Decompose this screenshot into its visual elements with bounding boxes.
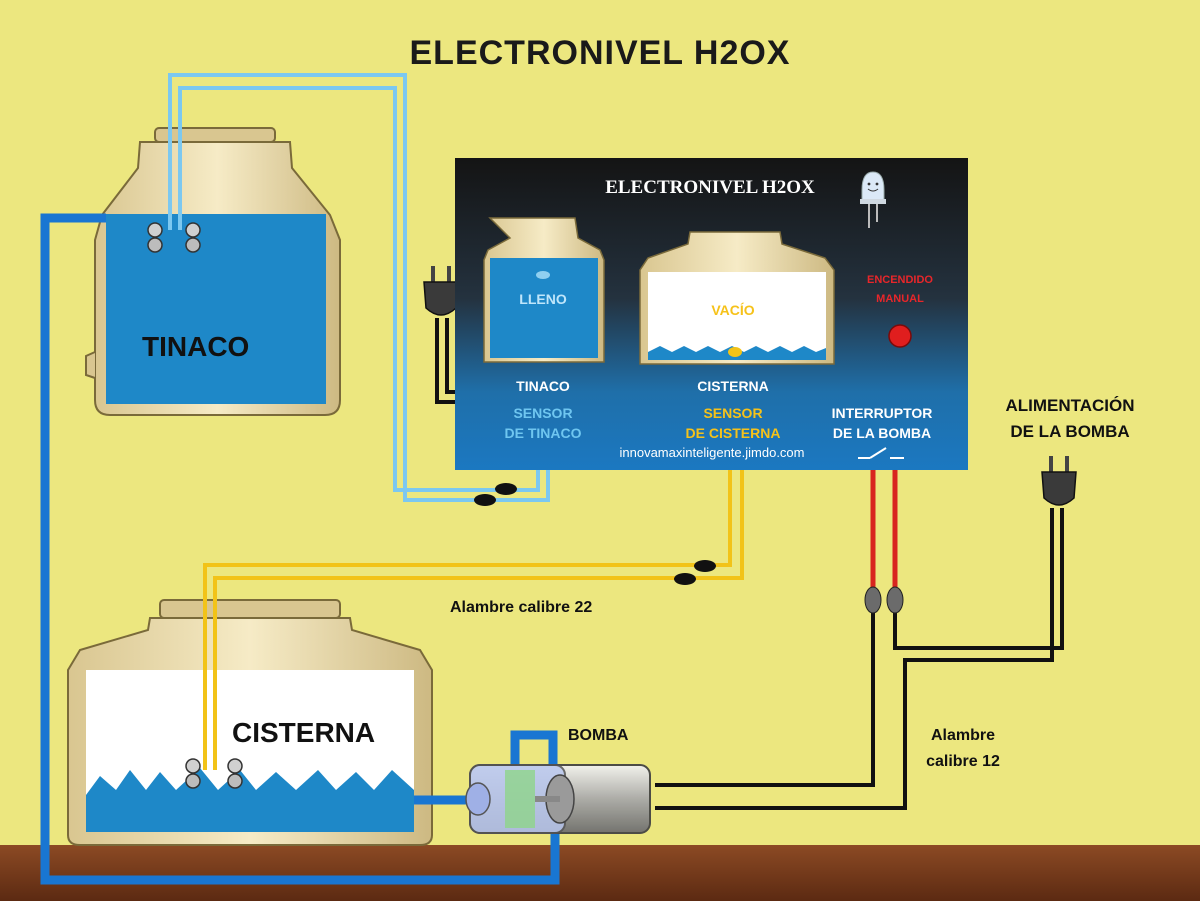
water-pipe	[40, 213, 560, 885]
sensor-cisterna-line1: SENSOR	[703, 405, 762, 421]
tinaco-sensor-screws	[147, 222, 201, 253]
led-icon	[860, 171, 886, 228]
pump-power-wires	[655, 470, 1064, 810]
panel-tinaco-label: TINACO	[516, 378, 570, 394]
cisterna-sensor-screws	[185, 758, 243, 789]
power-label-line1: ALIMENTACIÓN	[1005, 396, 1134, 415]
panel-url: innovamaxinteligente.jimdo.com	[620, 445, 805, 460]
wire-connector	[864, 586, 882, 614]
wire-splice	[674, 573, 696, 585]
floor	[0, 845, 1200, 901]
bomba-label: BOMBA	[568, 727, 629, 744]
sensor-cisterna-line2: DE CISTERNA	[686, 425, 781, 441]
switch-label-line2: DE LA BOMBA	[833, 425, 931, 441]
tinaco-tank	[85, 127, 341, 416]
manual-label-line1: ENCENDIDO	[867, 274, 933, 286]
cisterna-sensor-wires	[203, 465, 744, 770]
wire12-label-line1: Alambre	[931, 727, 995, 744]
wire-connector	[886, 586, 904, 614]
main-title: ELECTRONIVEL H2OX	[410, 34, 791, 72]
switch-icon	[858, 447, 904, 459]
panel-cisterna-icon	[639, 231, 835, 365]
sensor-tinaco-line1: SENSOR	[513, 405, 572, 421]
panel-power-plug	[423, 266, 459, 404]
panel-tinaco-status: LLENO	[519, 291, 567, 307]
tinaco-label: TINACO	[142, 331, 249, 362]
wire12-label-line2: calibre 12	[926, 753, 1000, 770]
cisterna-label: CISTERNA	[232, 717, 375, 748]
panel-title: ELECTRONIVEL H2OX	[605, 177, 815, 198]
wire-splice	[495, 483, 517, 495]
tinaco-sensor-wires	[168, 73, 550, 502]
wire-splice	[694, 560, 716, 572]
manual-on-button[interactable]	[888, 324, 912, 348]
manual-label-line2: MANUAL	[876, 293, 924, 305]
panel-tinaco-icon	[483, 217, 605, 363]
panel-cisterna-label: CISTERNA	[697, 378, 769, 394]
pump-power-plug	[1041, 456, 1077, 506]
power-label-line2: DE LA BOMBA	[1010, 422, 1129, 441]
pump-motor	[465, 764, 651, 834]
sensor-tinaco-line2: DE TINACO	[505, 425, 582, 441]
switch-label-line1: INTERRUPTOR	[832, 405, 933, 421]
wire-splice	[474, 494, 496, 506]
panel-cisterna-status: VACÍO	[711, 302, 754, 318]
wire22-label: Alambre calibre 22	[450, 599, 592, 616]
